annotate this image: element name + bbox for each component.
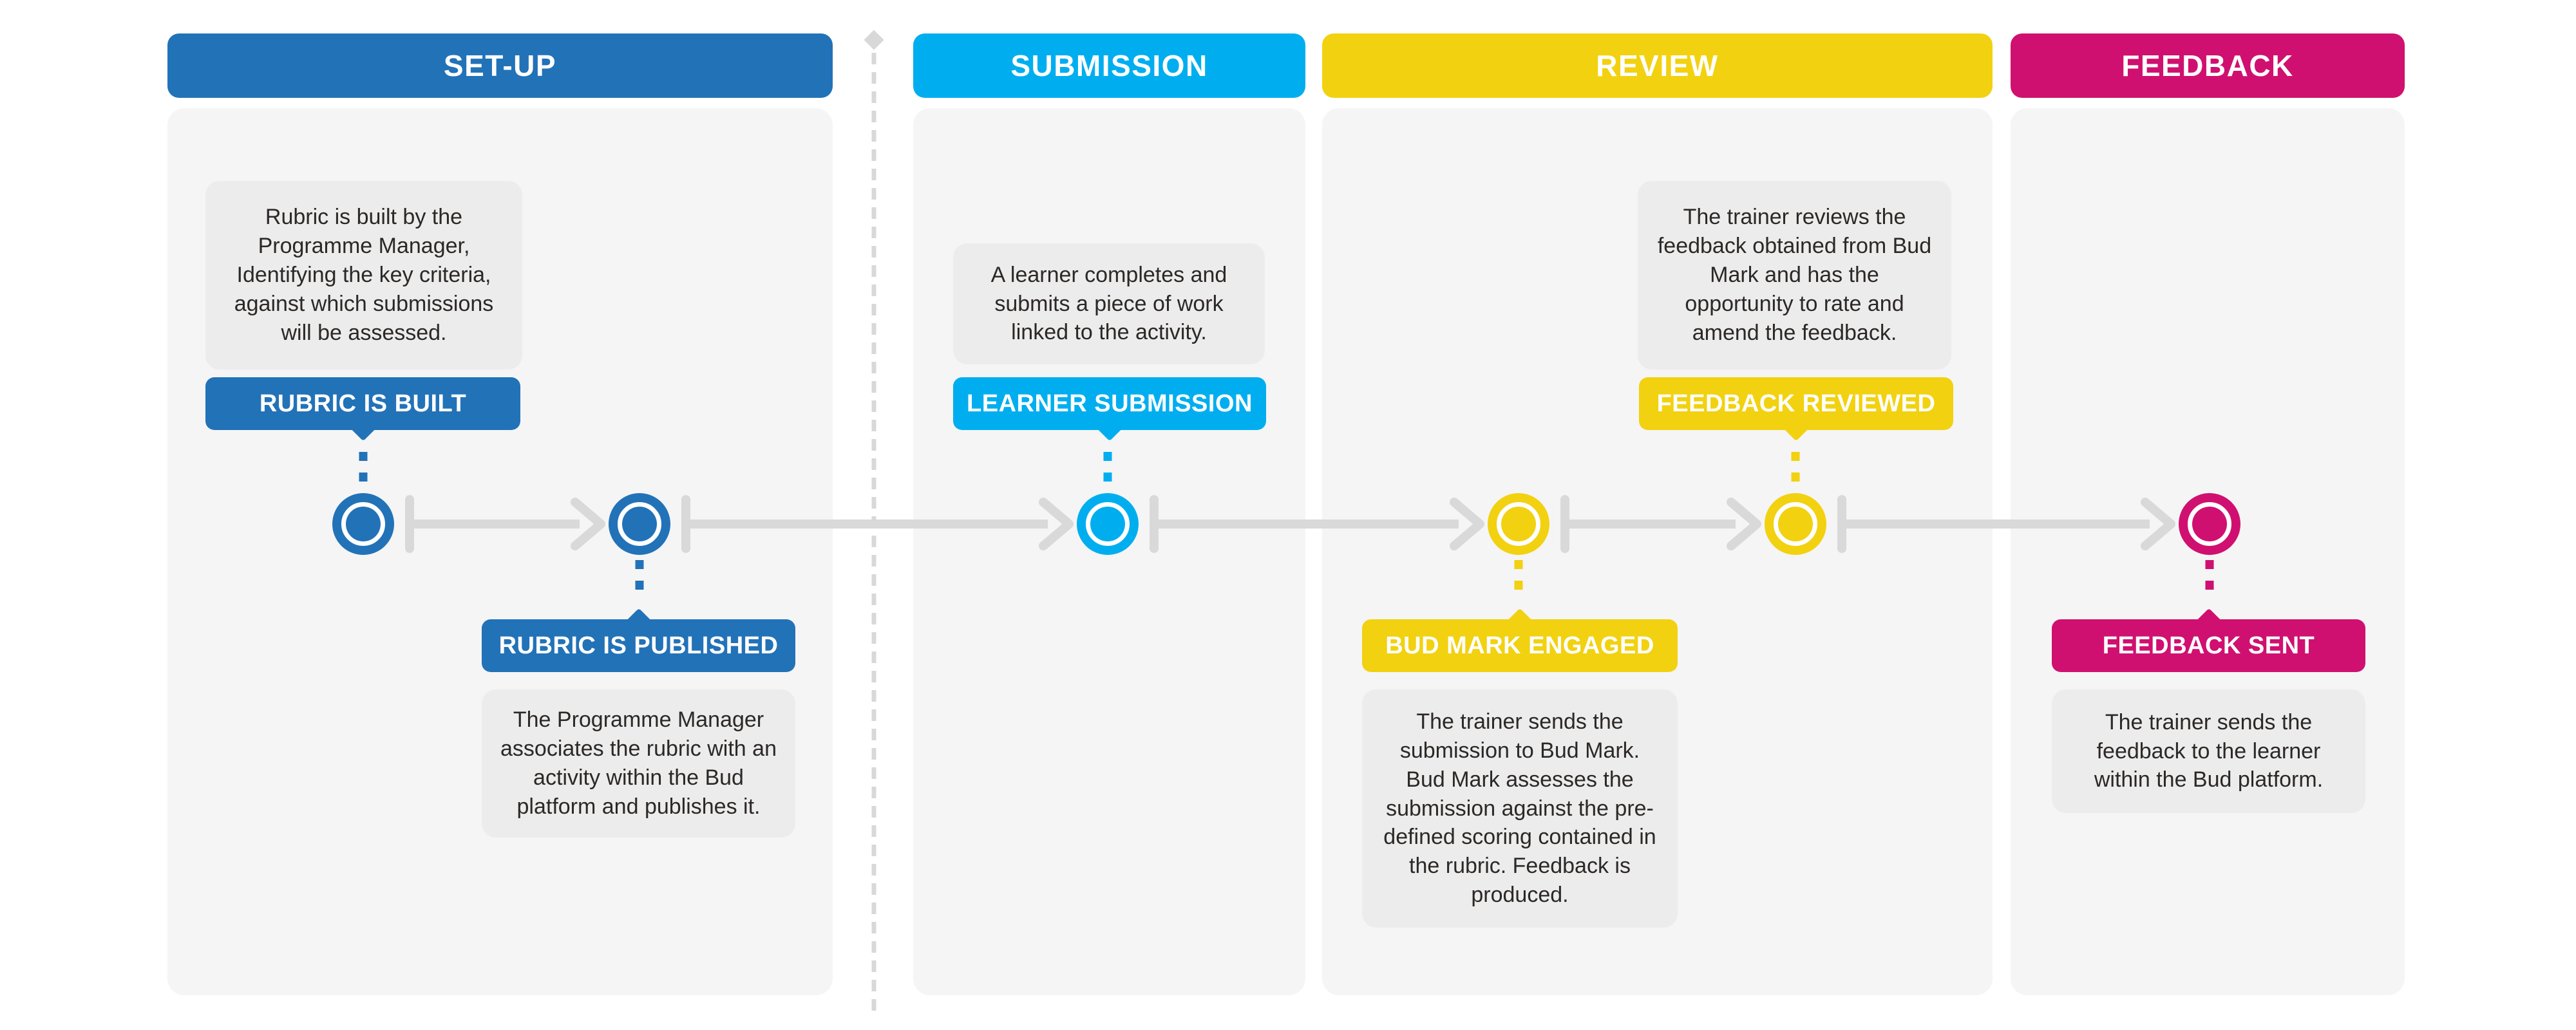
milestone-bubble-rubric-built: RUBRIC IS BUILT xyxy=(205,377,520,442)
timeline-segment-2 xyxy=(681,495,1074,553)
timeline-node-rubric-built xyxy=(332,493,394,555)
timeline-node-learner-submission xyxy=(1077,493,1139,555)
bubble-label: RUBRIC IS PUBLISHED xyxy=(498,632,779,659)
timeline-node-bud-mark-engaged xyxy=(1488,493,1549,555)
phase-header-submission: SUBMISSION xyxy=(913,33,1305,98)
timeline-segment-3 xyxy=(1150,495,1484,553)
arrow-right-icon xyxy=(1727,498,1761,550)
bubble-label: LEARNER SUBMISSION xyxy=(967,389,1253,417)
timeline-segment-1 xyxy=(405,495,605,553)
milestone-desc-rubric-built: Rubric is built by the Programme Manager… xyxy=(205,181,522,370)
arrow-right-icon xyxy=(571,498,605,550)
divider-diamond-icon xyxy=(864,30,884,50)
milestone-desc-feedback-sent: The trainer sends the feedback to the le… xyxy=(2052,689,2365,813)
milestone-desc-rubric-published: The Programme Manager associates the rub… xyxy=(482,689,795,838)
milestone-bubble-rubric-published: RUBRIC IS PUBLISHED xyxy=(482,608,795,672)
milestone-bubble-feedback-sent: FEEDBACK SENT xyxy=(2052,608,2365,672)
milestone-desc-learner-submission: A learner completes and submits a piece … xyxy=(953,243,1265,364)
timeline-segment-4 xyxy=(1560,495,1761,553)
desc-text: The trainer reviews the feedback obtaine… xyxy=(1657,205,1932,345)
desc-text: Rubric is built by the Programme Manager… xyxy=(234,205,494,345)
desc-text: A learner completes and submits a piece … xyxy=(990,262,1227,345)
timeline-node-rubric-published xyxy=(609,493,670,555)
milestone-desc-bud-mark-engaged: The trainer sends the submission to Bud … xyxy=(1362,689,1678,928)
arrow-right-icon xyxy=(1450,498,1484,550)
phase-header-setup: SET-UP xyxy=(167,33,833,98)
milestone-bubble-learner-submission: LEARNER SUBMISSION xyxy=(953,377,1266,442)
arrow-right-icon xyxy=(2141,498,2175,550)
timeline-node-feedback-sent xyxy=(2179,493,2240,555)
bubble-label: RUBRIC IS BUILT xyxy=(259,389,467,417)
timeline-segment-5 xyxy=(1837,495,2175,553)
bubble-label: FEEDBACK SENT xyxy=(2102,632,2315,659)
desc-text: The trainer sends the feedback to the le… xyxy=(2094,709,2324,792)
bubble-label: BUD MARK ENGAGED xyxy=(1385,632,1654,659)
milestone-desc-feedback-reviewed: The trainer reviews the feedback obtaine… xyxy=(1638,181,1951,370)
phase-header-feedback: FEEDBACK xyxy=(2011,33,2405,98)
phase-header-review: REVIEW xyxy=(1322,33,1993,98)
milestone-bubble-feedback-reviewed: FEEDBACK REVIEWED xyxy=(1639,377,1953,442)
timeline-node-feedback-reviewed xyxy=(1765,493,1826,555)
desc-text: The Programme Manager associates the rub… xyxy=(500,707,777,819)
milestone-bubble-bud-mark-engaged: BUD MARK ENGAGED xyxy=(1362,608,1678,672)
arrow-right-icon xyxy=(1039,498,1074,550)
bubble-label: FEEDBACK REVIEWED xyxy=(1656,389,1936,417)
desc-text: The trainer sends the submission to Bud … xyxy=(1383,709,1656,908)
